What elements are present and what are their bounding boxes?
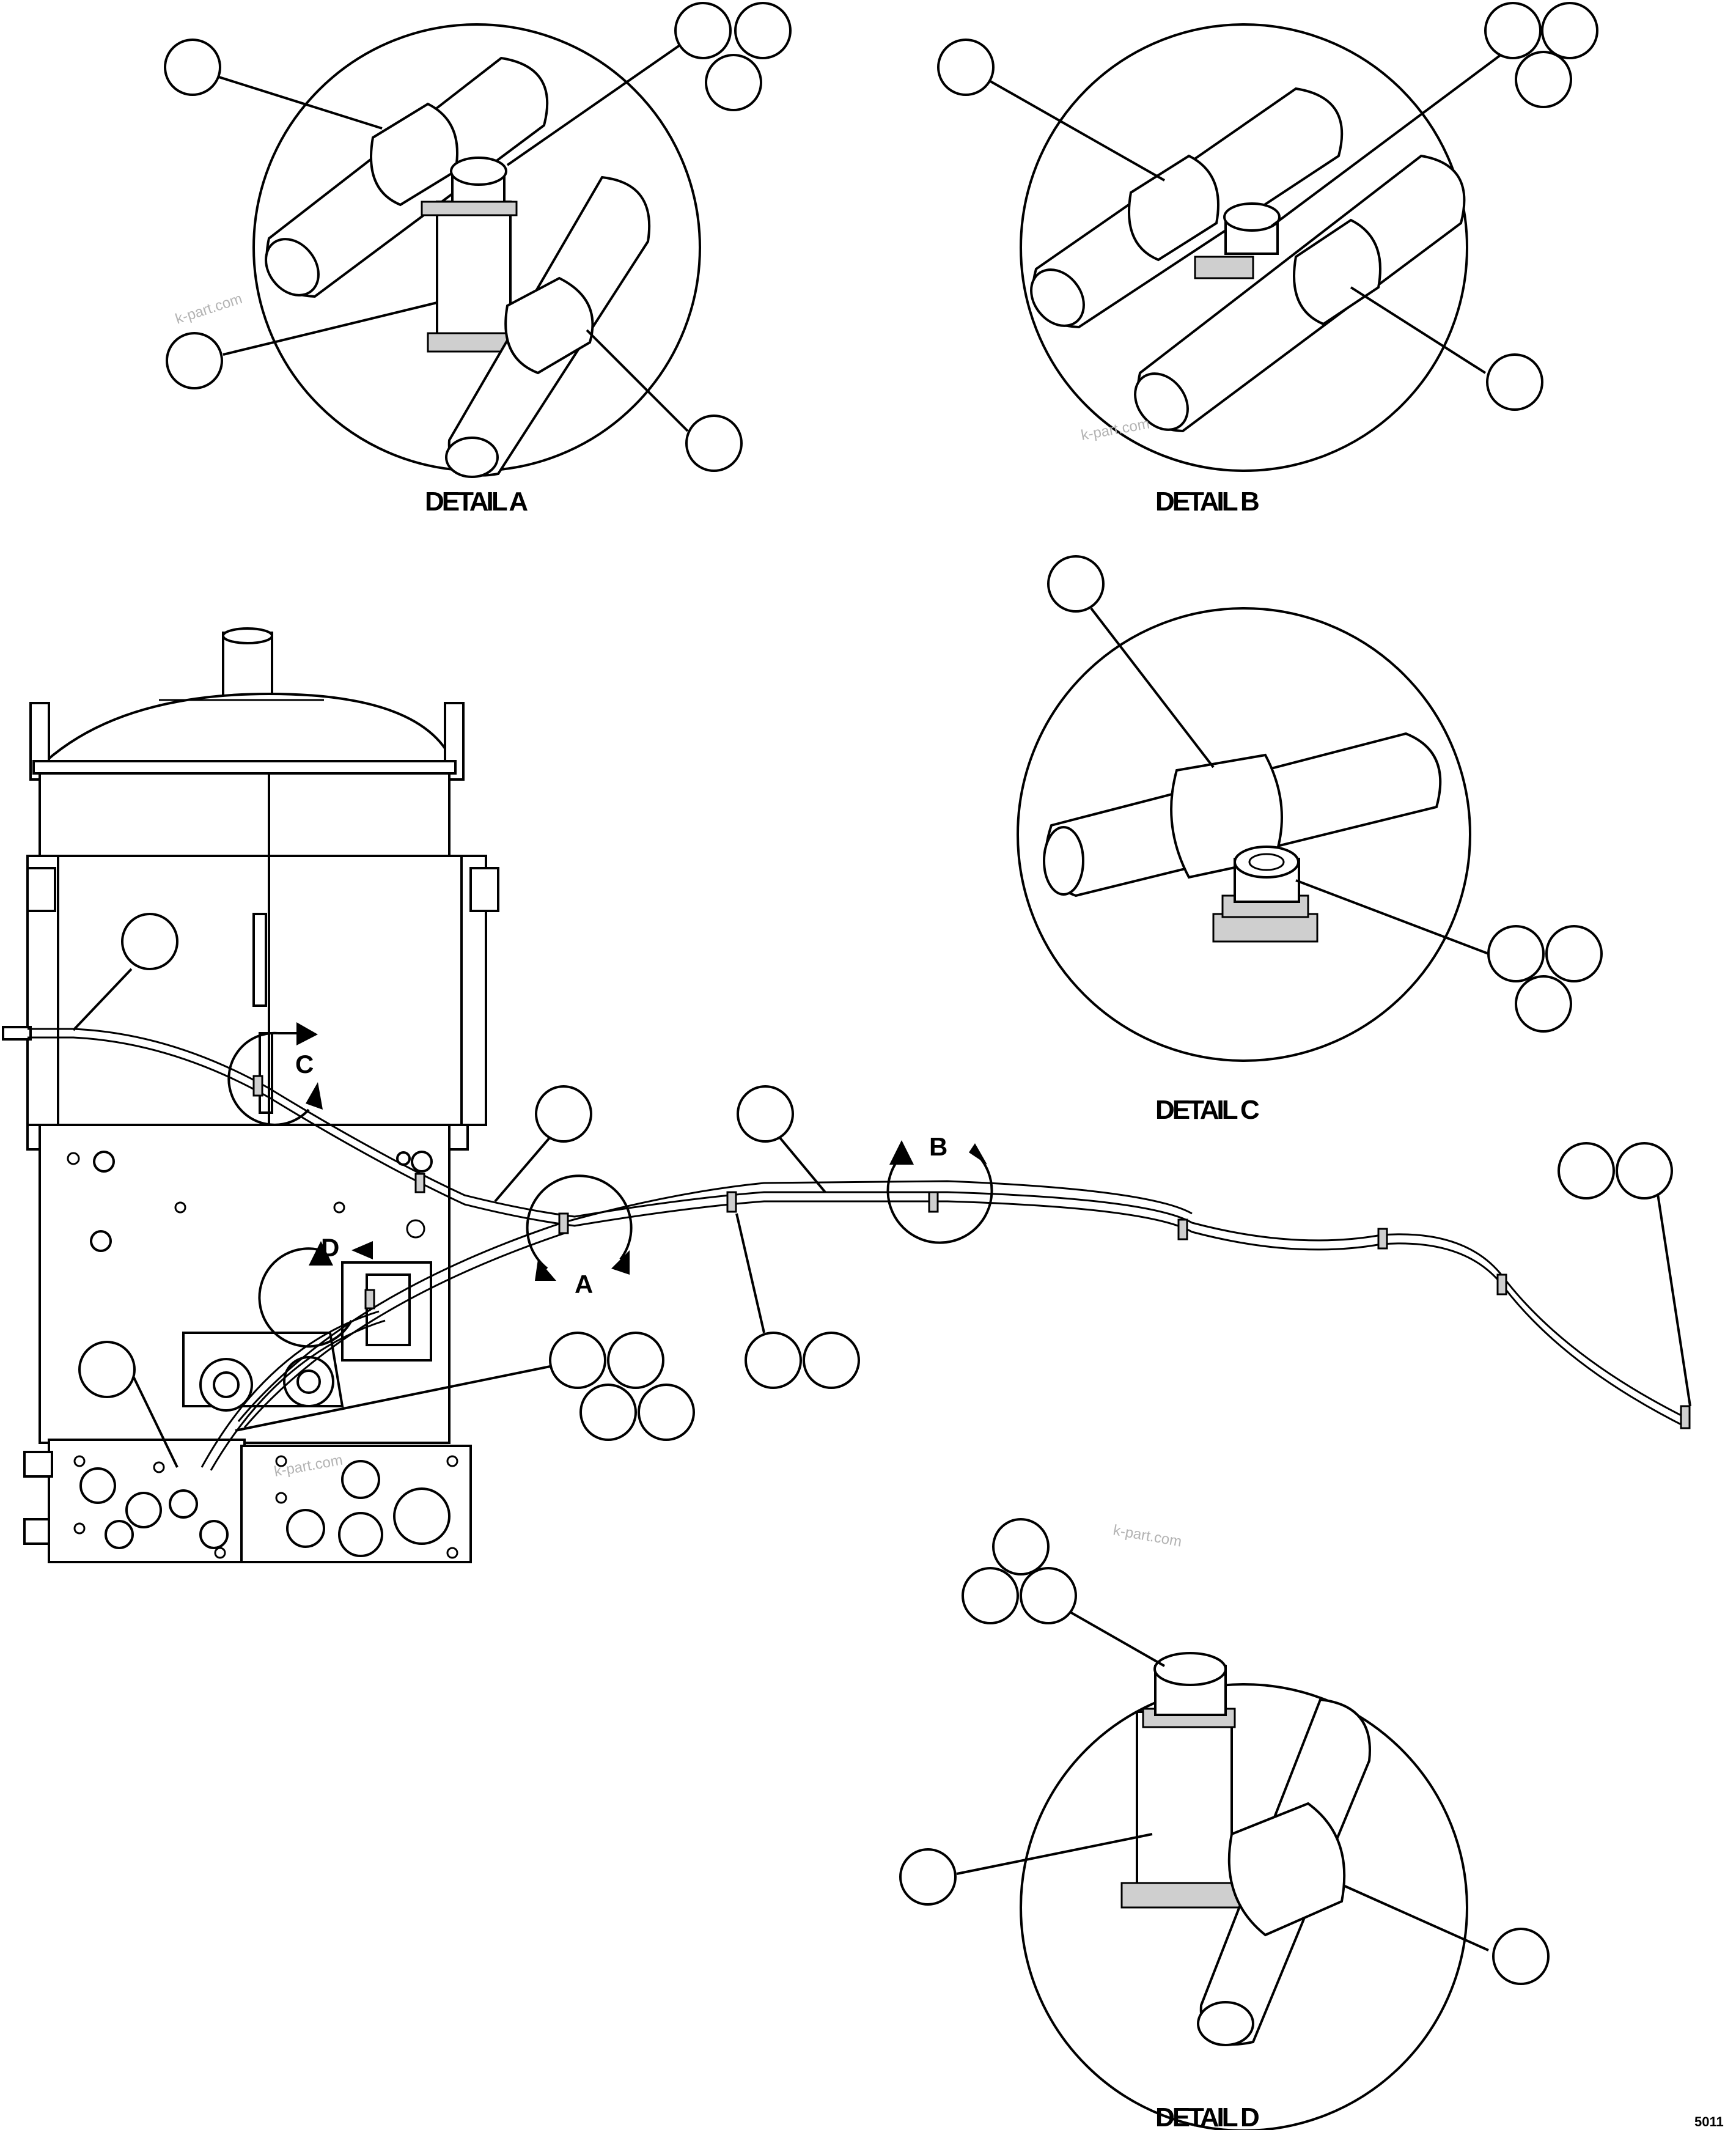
detail-c-title: DETAIL C bbox=[1155, 1095, 1259, 1125]
detail-d-callouts bbox=[899, 1518, 1550, 1985]
detail-a-title: DETAIL A bbox=[425, 487, 528, 517]
watermark: k-part.com bbox=[174, 290, 245, 328]
callout-bubble bbox=[745, 1332, 802, 1389]
callout-bubble bbox=[78, 1341, 136, 1398]
view-letter-a: A bbox=[575, 1270, 593, 1299]
callout-bubble bbox=[549, 1332, 606, 1389]
detail-a-callouts bbox=[164, 2, 792, 472]
callout-bubble bbox=[1020, 1567, 1077, 1624]
watermark: k-part.com bbox=[1112, 1522, 1183, 1550]
callout-bubble bbox=[685, 415, 743, 472]
detail-d-title: DETAIL D bbox=[1155, 2102, 1259, 2130]
watermark: k-part.com bbox=[1079, 416, 1150, 444]
view-marker-b: B bbox=[886, 1132, 993, 1244]
detail-a bbox=[252, 23, 701, 478]
callout-bubble bbox=[962, 1567, 1019, 1624]
callout-bubble bbox=[1515, 51, 1572, 108]
callout-bubble bbox=[1545, 925, 1603, 982]
callout-bubble bbox=[1515, 975, 1572, 1033]
detail-b-title: DETAIL B bbox=[1155, 487, 1259, 517]
callout-bubble bbox=[737, 1085, 794, 1143]
callout-bubble bbox=[674, 2, 732, 59]
machine-view bbox=[23, 627, 499, 1563]
detail-b-callouts bbox=[937, 2, 1598, 411]
main-view-callouts bbox=[72, 913, 1691, 1468]
callout-bubble bbox=[638, 1384, 695, 1441]
callout-bubble bbox=[992, 1518, 1050, 1575]
sheet-code: 5011 bbox=[1694, 2114, 1724, 2129]
callout-bubble bbox=[803, 1332, 860, 1389]
callout-bubble bbox=[1047, 555, 1105, 613]
detail-c-callouts bbox=[1047, 555, 1603, 1033]
callout-bubble bbox=[1487, 925, 1545, 982]
callout-bubble bbox=[164, 39, 221, 96]
callout-bubble bbox=[899, 1848, 957, 1906]
view-marker-a: A bbox=[526, 1174, 633, 1299]
callout-bubble bbox=[166, 332, 223, 389]
callout-bubble bbox=[579, 1384, 637, 1441]
callout-bubble bbox=[1616, 1142, 1673, 1200]
callout-bubble bbox=[1541, 2, 1598, 59]
view-letter-d: D bbox=[321, 1233, 339, 1262]
callout-bubble bbox=[1492, 1928, 1550, 1985]
callout-bubble bbox=[1484, 2, 1542, 59]
detail-b bbox=[1020, 23, 1468, 472]
callout-bubble bbox=[1486, 353, 1543, 411]
callout-bubble bbox=[937, 39, 995, 96]
callout-bubble bbox=[734, 2, 792, 59]
view-marker-d: D bbox=[258, 1233, 373, 1348]
callout-bubble bbox=[535, 1085, 592, 1143]
callout-bubble bbox=[607, 1332, 664, 1389]
view-letter-b: B bbox=[929, 1132, 947, 1161]
detail-d bbox=[1020, 1652, 1468, 2130]
view-letter-c: C bbox=[295, 1050, 314, 1078]
callout-bubble bbox=[705, 54, 762, 111]
view-marker-c: C bbox=[227, 1022, 323, 1126]
callout-bubble bbox=[121, 913, 178, 970]
callout-bubble bbox=[1558, 1142, 1615, 1200]
detail-c bbox=[1017, 607, 1471, 1062]
